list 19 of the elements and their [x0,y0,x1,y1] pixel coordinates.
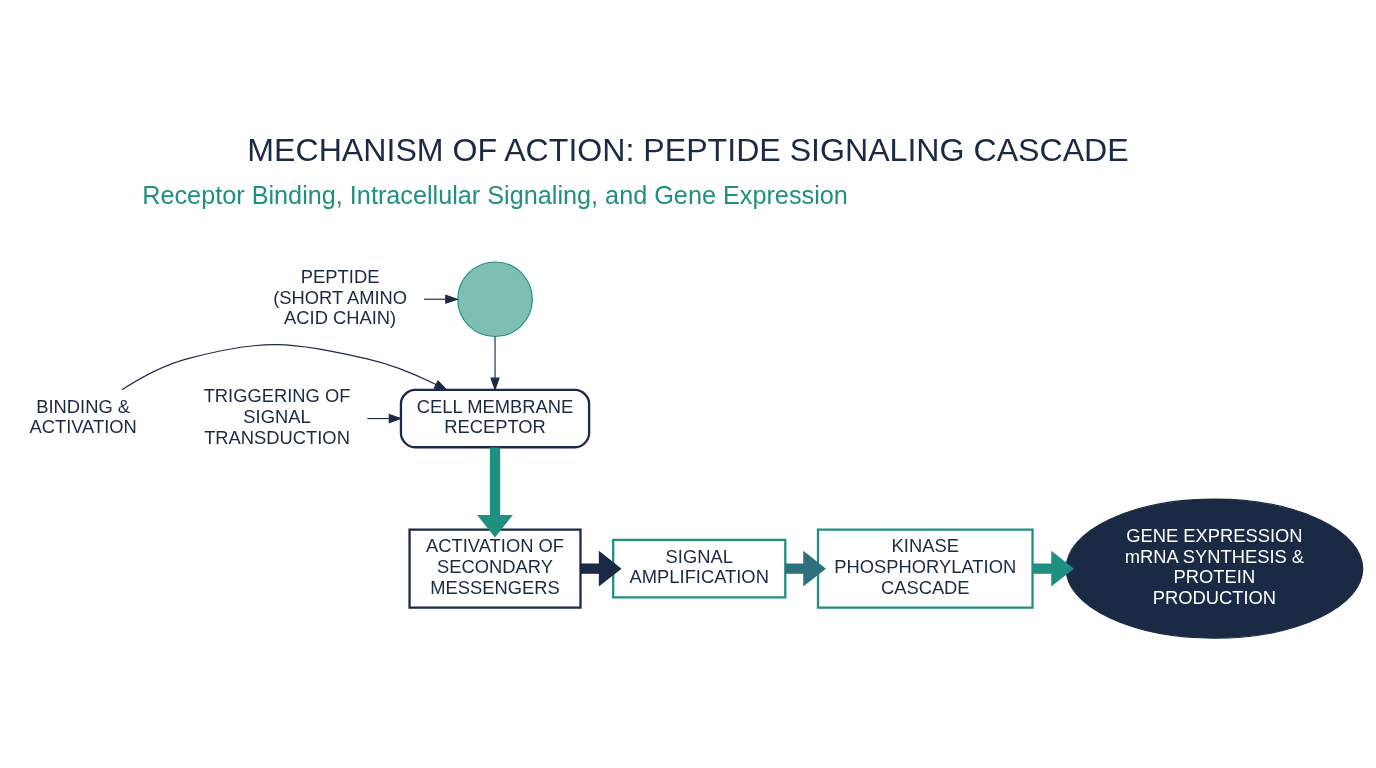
node-box: CELL MEMBRANE RECEPTOR [399,388,591,448]
diagram-title: MECHANISM OF ACTION: PEPTIDE SIGNALING CASCADE [247,131,1129,168]
node-box: SIGNAL AMPLIFICATION [612,538,787,598]
node-text: TRIGGERING OF SIGNAL TRANSDUCTION [203,384,351,448]
arrow [580,550,622,586]
arrow [1032,550,1074,586]
node-circle [457,260,533,337]
node-box: KINASE PHOSPHORYLATION CASCADE [816,528,1034,609]
arrow [490,335,500,391]
arrow [423,293,459,304]
node-text: PEPTIDE (SHORT AMINO ACID CHAIN) [273,265,408,328]
arrow [366,413,403,423]
arrow [477,447,513,538]
node-box: ACTIVATION OF SECONDARY MESSENGERS [408,528,582,609]
node-ellipse: GENE EXPRESSION mRNA SYNTHESIS & PROTEIN PRODUCTION [1065,498,1364,639]
label: Receptor Binding, Intracellular Signaling, and Gene Expression [142,180,848,209]
arrow [121,343,448,391]
arrow [785,550,826,586]
node-text: BINDING & ACTIVATION [29,395,137,437]
